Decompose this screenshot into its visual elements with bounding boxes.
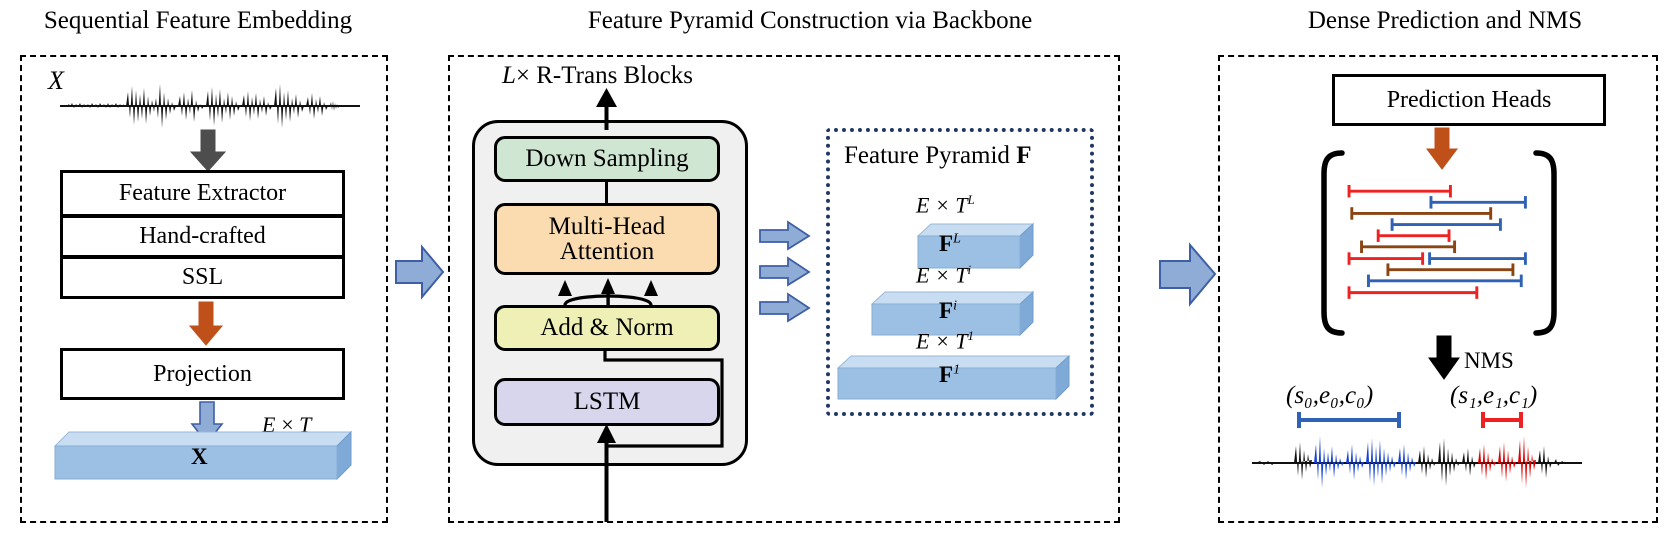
feature-pyramid-title-text: Feature Pyramid [844,142,1010,169]
right-panel-frame [1218,55,1658,523]
ssl-box[interactable]: SSL [60,256,345,299]
pyramid-slab-L [916,222,1035,270]
pyramid-dim-i: E × Ti [916,262,971,288]
proposal-bar [1360,240,1457,254]
left-panel-title: Sequential Feature Embedding [43,7,353,34]
proposals-bracket-right [1533,150,1557,336]
connector-attention-to-downsampling [605,182,608,204]
pyramid-slab-i-text: F [939,298,954,323]
pyramid-dim-1-sup: 1 [967,328,975,343]
r-trans-count: L [502,62,516,89]
arrow-block-output [596,88,617,130]
arrow-nms [1428,335,1460,380]
arrow-waveform-to-extractor [189,129,227,172]
mha-line-1: Multi-Head [548,212,666,240]
pyramid-dim-1-text: E × T [916,328,968,354]
proposal-bar [1390,218,1502,231]
residual-skip-connection [603,348,724,448]
pyramid-slab-i [870,290,1035,337]
r-trans-rest: × R-Trans Blocks [515,62,693,89]
proposal-bar [1367,274,1523,288]
proposal-bar [1347,286,1479,299]
middle-panel-title: Feature Pyramid Construction via Backbon… [587,7,1033,34]
pyramid-dim-i-sup: i [967,262,972,277]
arrow-block-input [597,424,616,522]
input-label: X [48,66,64,95]
arrow-heads-to-proposals [1426,127,1458,170]
embedding-slab-label: X [191,444,208,469]
result-interval-0 [1297,412,1401,428]
right-panel-title: Dense Prediction and NMS [1307,7,1583,34]
connector-middle-to-right [1159,242,1217,307]
pyramid-slab-1 [836,354,1071,401]
nms-label: NMS [1464,348,1514,373]
prediction-heads-box[interactable]: Prediction Heads [1332,74,1606,126]
result-label-0: (s₀,e₀,c₀) [1286,382,1374,409]
pyramid-slab-L-text: F [939,231,954,256]
feature-pyramid-title: Feature Pyramid F [844,142,1031,170]
proposal-bar [1347,252,1425,265]
proposal-bar [1350,207,1493,220]
connector-left-to-middle [395,244,445,300]
pyramid-dim-i-text: E × T [916,262,968,288]
pyramid-slab-L-sup: L [953,231,961,247]
down-sampling-block[interactable]: Down Sampling [494,136,720,182]
proposal-bar [1347,184,1452,198]
pyramid-slab-1-text: F [939,362,954,387]
pyramid-slab-i-sup: i [953,298,957,314]
proposal-bar [1429,196,1527,209]
connector-backbone-to-pyramid-1 [759,220,811,251]
proposal-bar [1376,229,1451,242]
pyramid-dim-L: E × TL [916,192,975,218]
proposal-bar [1386,263,1515,276]
multi-head-attention-block[interactable]: Multi-Head Attention [494,203,720,275]
segmented-output-waveform [1252,436,1582,488]
proposal-intervals [1347,184,1527,299]
embedding-slab [53,430,353,481]
lstm-block[interactable]: LSTM [494,378,720,426]
qkv-arrows [558,278,658,314]
pyramid-slab-L-label: FL [939,231,961,257]
feature-pyramid-frame [826,128,1094,416]
pyramid-slab-1-sup: 1 [953,362,961,378]
hand-crafted-box[interactable]: Hand-crafted [60,215,345,258]
proposal-bar [1428,252,1527,265]
projection-box[interactable]: Projection [60,348,345,400]
input-waveform [60,84,360,128]
proposals-bracket-left [1321,150,1345,336]
r-trans-blocks-label: L× R-Trans Blocks [502,62,693,90]
add-and-norm-block[interactable]: Add & Norm [494,305,720,351]
feature-extractor-box[interactable]: Feature Extractor [60,170,345,217]
feature-pyramid-symbol: F [1016,142,1032,169]
pyramid-slab-1-label: F1 [939,362,960,388]
connector-backbone-to-pyramid-2 [759,256,811,287]
arrow-extractor-to-projection [188,301,224,346]
result-interval-1 [1481,412,1523,428]
result-label-1: (s₁,e₁,c₁) [1450,382,1538,409]
mha-line-2: Attention [559,238,655,265]
pyramid-slab-i-label: Fi [939,298,957,324]
pyramid-dim-L-text: E × T [916,192,968,218]
pyramid-dim-1: E × T1 [916,328,974,354]
middle-panel-frame [448,55,1120,523]
pyramid-dim-L-sup: L [967,192,975,207]
connector-backbone-to-pyramid-3 [759,292,811,323]
left-panel-frame [20,55,388,523]
